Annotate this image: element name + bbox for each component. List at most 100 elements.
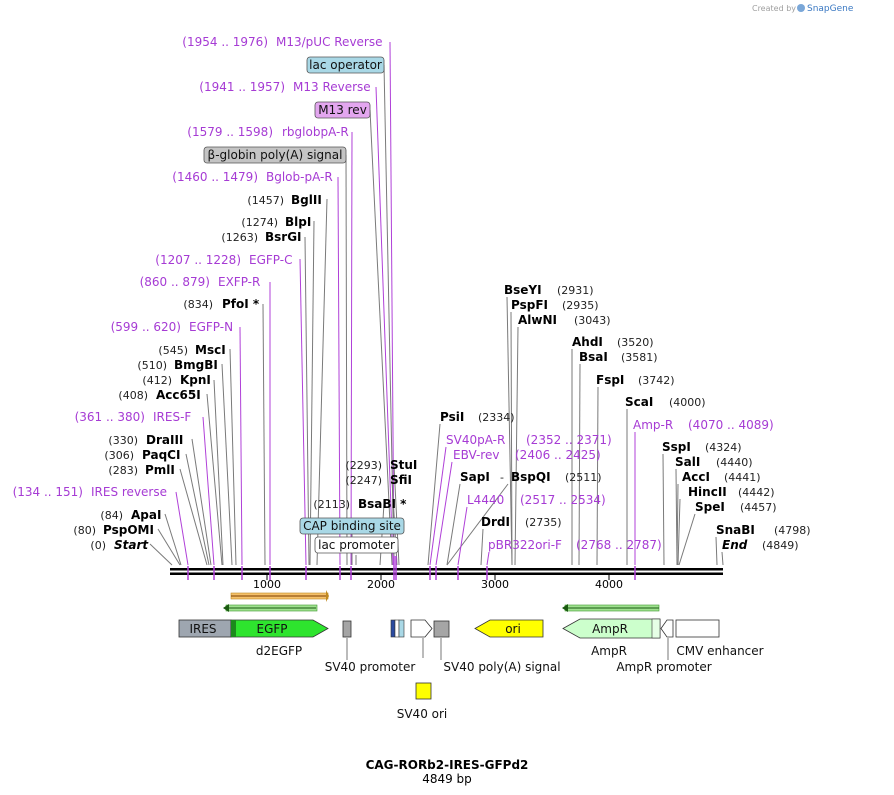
feature-box-lac-operator[interactable] (306, 56, 385, 74)
feature-ampr-hatch (651, 618, 661, 639)
enzyme-kpni[interactable]: KpnI (180, 373, 211, 387)
label-d2egfp: d2EGFP (256, 644, 302, 658)
feature-lac-operator-block[interactable] (398, 619, 405, 638)
feature-beta-globin-block[interactable] (342, 620, 352, 638)
enzyme-bsai[interactable]: BsaI (579, 350, 608, 364)
num-l4440: (2517 .. 2534) (520, 493, 606, 507)
enzyme-snabi[interactable]: SnaBI (716, 523, 755, 537)
feature-box-beta-globin[interactable] (203, 146, 347, 164)
sapi-dash: - (500, 471, 504, 484)
primer-bglob-pa-r[interactable]: Bglob-pA-R (266, 170, 333, 184)
site-line-bmgbi (221, 363, 233, 566)
enzyme-ahdi[interactable]: AhdI (572, 335, 603, 349)
enzyme-scai[interactable]: ScaI (625, 395, 653, 409)
primer-sv40pa-r[interactable]: SV40pA-R (446, 433, 505, 447)
site-line-acci (676, 483, 679, 566)
feature-lac-promoter-block[interactable] (394, 619, 400, 638)
feature-ampr-promoter[interactable] (660, 619, 674, 638)
enzyme-drdi[interactable]: DrdI (481, 515, 510, 529)
site-line-fspi (596, 386, 599, 566)
num-pspfi: (2935) (562, 299, 599, 312)
site-line-pfoi (262, 303, 266, 566)
enzyme-blpi[interactable]: BlpI (285, 215, 311, 229)
enzyme-acci[interactable]: AccI (682, 470, 710, 484)
enzyme-acc65i[interactable]: Acc65I (156, 388, 201, 402)
site-line-beta-globin (345, 154, 348, 566)
num-egfp-n: (599 .. 620) (111, 320, 181, 334)
primer-rbglobpa-r[interactable]: rbglobpA-R (282, 125, 349, 139)
num-exfp-r: (860 .. 879) (140, 275, 210, 289)
enzyme-apai[interactable]: ApaI (131, 508, 161, 522)
num-paqci: (306) (104, 449, 134, 462)
primer-m13puc-reverse[interactable]: M13/pUC Reverse (276, 35, 383, 49)
num-bglob-pa-r: (1460 .. 1479) (172, 170, 258, 184)
primer-ires-f[interactable]: IRES-F (153, 410, 191, 424)
enzyme-bglii[interactable]: BglII (291, 193, 322, 207)
enzyme-sali[interactable]: SalI (675, 455, 700, 469)
enzyme-pspomi[interactable]: PspOMI (103, 523, 154, 537)
num-kpni: (412) (142, 374, 172, 387)
feature-cmv-enhancer[interactable] (675, 619, 720, 638)
feature-sv40-polya[interactable] (433, 620, 450, 638)
enzyme-hincii[interactable]: HincII (688, 485, 727, 499)
enzyme-spei[interactable]: SpeI (695, 500, 725, 514)
enzyme-sapi[interactable]: SapI (460, 470, 490, 484)
feature-box-m13-rev[interactable] (314, 101, 371, 119)
enzyme-alwni[interactable]: AlwNI (518, 313, 557, 327)
enzyme-pmli[interactable]: PmlI (145, 463, 175, 477)
enzyme-draiii[interactable]: DraIII (146, 433, 183, 447)
site-line-end (721, 551, 724, 566)
enzyme-bmgbi[interactable]: BmgBI (174, 358, 218, 372)
plasmid-length: 4849 bp (422, 772, 472, 786)
num-apai: (84) (100, 509, 123, 522)
num-bsabi: (2113) (313, 498, 350, 511)
num-pmli: (283) (108, 464, 138, 477)
num-start: (0) (90, 539, 106, 552)
primer-l4440[interactable]: L4440 (467, 493, 504, 507)
enzyme-paqci[interactable]: PaqCI (142, 448, 180, 462)
site-line-paqci (185, 453, 210, 566)
num-bmgbi: (510) (137, 359, 167, 372)
primer-m13-reverse[interactable]: M13 Reverse (293, 80, 371, 94)
primer-arrow-head-ampr (562, 604, 568, 612)
enzyme-pfoi[interactable]: PfoI * (222, 297, 260, 311)
primer-egfp-n[interactable]: EGFP-N (189, 320, 233, 334)
feature-box-cap-binding-site[interactable] (299, 517, 405, 535)
feature-sv40-promoter[interactable] (410, 619, 433, 638)
primer-ires-reverse[interactable]: IRES reverse (91, 485, 167, 499)
enzyme-msci[interactable]: MscI (195, 343, 226, 357)
enzyme-sspi[interactable]: SspI (662, 440, 691, 454)
enzyme-bspqi[interactable]: BspQI (511, 470, 551, 484)
site-line-alwni (514, 326, 519, 566)
primer-pbr322ori-f[interactable]: pBR322ori-F (488, 538, 562, 552)
site-line-start (149, 543, 173, 566)
enzyme-pspfi[interactable]: PspFI (511, 298, 548, 312)
feature-cap-block[interactable] (390, 619, 396, 638)
site-line-msci (229, 348, 237, 566)
site-line-bseyi (506, 296, 513, 566)
primer-exfp-r[interactable]: EXFP-R (218, 275, 260, 289)
enzyme-bsrgi[interactable]: BsrGI (265, 230, 302, 244)
site-line-m13puc-reverse (389, 41, 395, 566)
num-m13-reverse: (1941 .. 1957) (199, 80, 285, 94)
enzyme-psii[interactable]: PsiI (440, 410, 464, 424)
feature-ampr-label: AmpR (592, 622, 628, 636)
primer-ebv-rev[interactable]: EBV-rev (453, 448, 499, 462)
enzyme-stui[interactable]: StuI (390, 458, 417, 472)
num-hincii: (4442) (738, 486, 775, 499)
site-line-egfp-n (239, 326, 243, 566)
primer-egfp-c[interactable]: EGFP-C (249, 253, 292, 267)
primer-amp-r[interactable]: Amp-R (633, 418, 673, 432)
enzyme-fspi[interactable]: FspI (596, 373, 624, 387)
label-ampr-promoter: AmpR promoter (616, 660, 711, 674)
site-line-sspi (662, 453, 665, 566)
enzyme-sfii[interactable]: SfiI (390, 473, 412, 487)
feature-sv40-ori[interactable] (415, 682, 432, 700)
feature-lac-promoter: lac promoter (318, 538, 395, 552)
enzyme-bsabi[interactable]: BsaBI * (358, 497, 407, 511)
num-bsrgi: (1263) (221, 231, 258, 244)
feature-box-lac-promoter[interactable] (314, 536, 399, 554)
feature-ori[interactable] (474, 619, 544, 638)
num-pfoi: (834) (183, 298, 213, 311)
enzyme-bseyi[interactable]: BseYI (504, 283, 542, 297)
